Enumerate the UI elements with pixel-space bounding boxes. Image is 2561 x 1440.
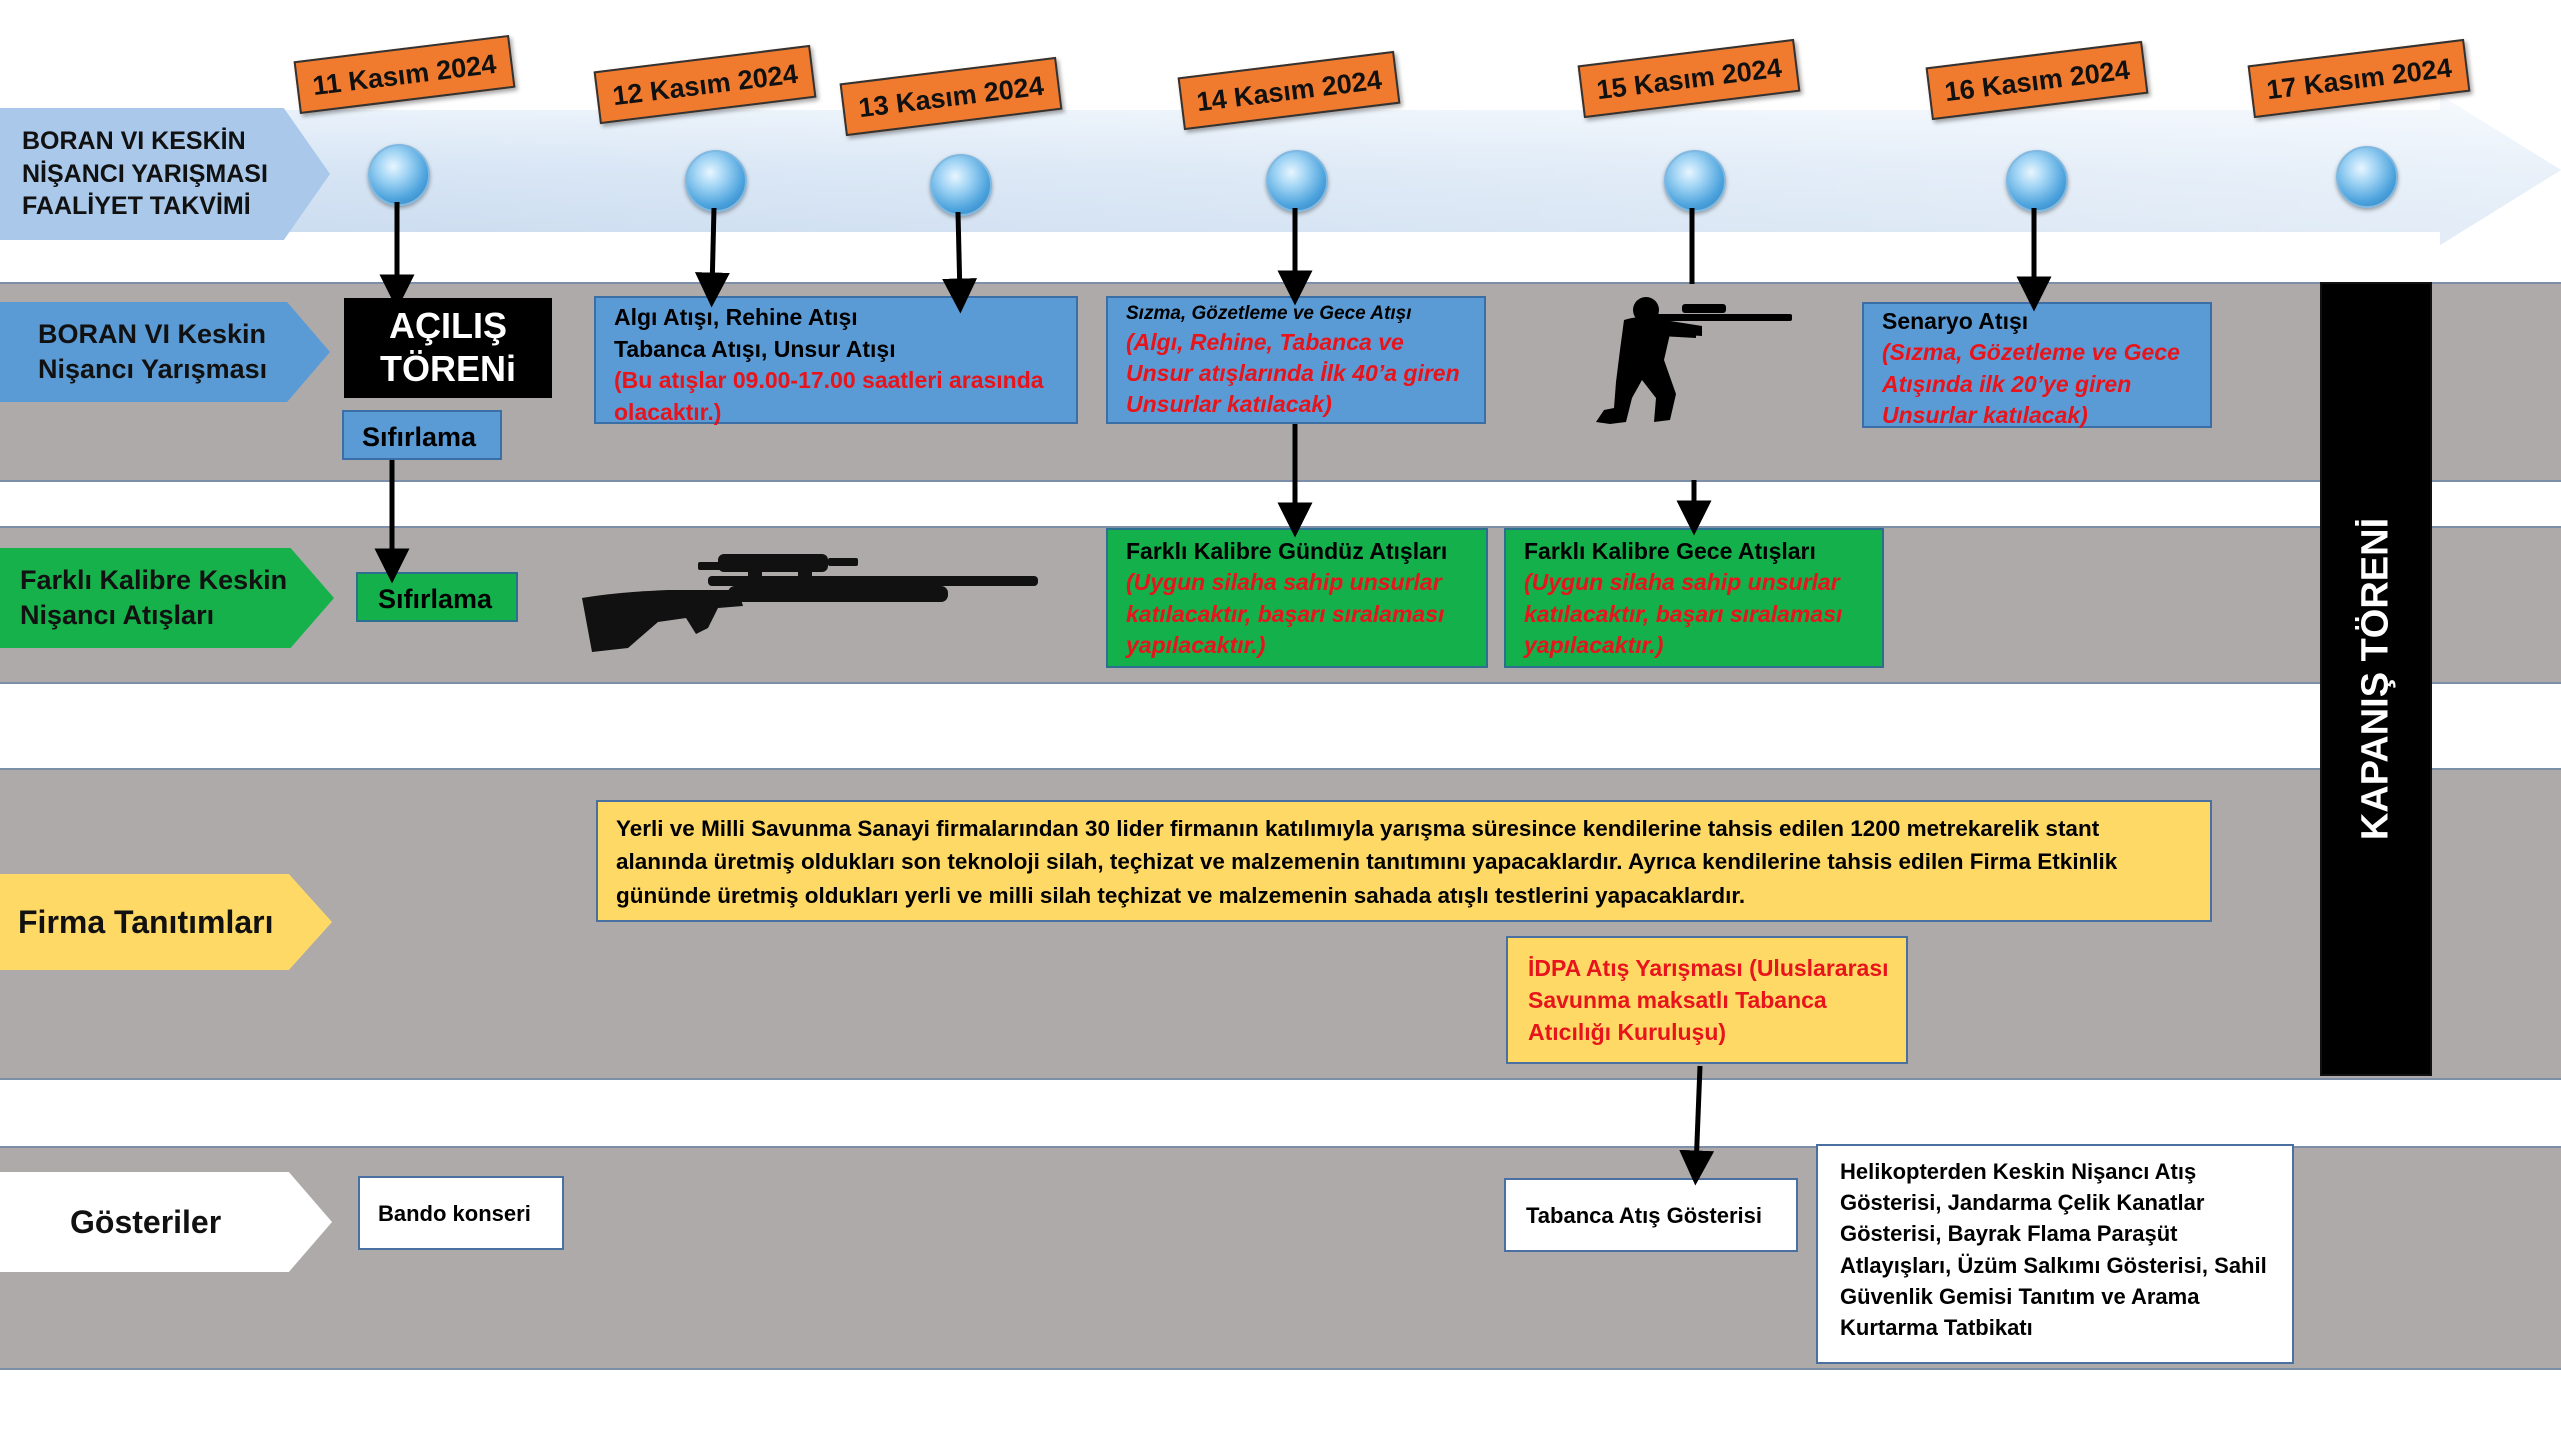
day15-calibre-note: (Uygun silaha sahip unsurlar katılacaktı… — [1524, 569, 1843, 658]
timeline-title: BORAN VI KESKİN NİŞANCI YARIŞMASI FAALİY… — [0, 108, 330, 240]
row-label-line: Nişancı Atışları — [20, 600, 215, 630]
opening-line: TÖRENi — [379, 348, 516, 390]
timeline-bead — [1664, 150, 1726, 212]
row-label-calibre: Farklı Kalibre Keskin Nişancı Atışları — [0, 548, 334, 648]
idpa-text: İDPA Atış Yarışması (Uluslararası Savunm… — [1528, 955, 1889, 1046]
opening-ceremony-box: AÇILIŞ TÖRENi — [344, 298, 552, 398]
firma-main-text: Yerli ve Milli Savunma Sanayi firmaların… — [616, 816, 2118, 908]
timeline-bead — [2336, 146, 2398, 208]
day16-note: (Sızma, Gözetleme ve Gece Atışında ilk 2… — [1882, 339, 2180, 428]
zeroing-label: Sıfırlama — [378, 584, 493, 614]
band-concert-box: Bando konseri — [358, 1176, 564, 1250]
row-label-boran: BORAN VI Keskin Nişancı Yarışması — [0, 302, 330, 402]
row-label-line: BORAN VI Keskin — [38, 318, 267, 349]
timeline-bead — [930, 154, 992, 216]
row-label-shows: Gösteriler — [0, 1172, 332, 1272]
pistol-show-text: Tabanca Atış Gösterisi — [1526, 1203, 1762, 1228]
day16-title: Senaryo Atışı — [1882, 308, 2029, 334]
zeroing-box-calibre: Sıfırlama — [356, 572, 518, 622]
zeroing-label: Sıfırlama — [362, 422, 477, 452]
band-concert-text: Bando konseri — [378, 1201, 531, 1226]
timeline-title-line: BORAN VI KESKİN — [22, 127, 246, 156]
row-label-text: Gösteriler — [70, 1203, 222, 1240]
firma-main-box: Yerli ve Milli Savunma Sanayi firmaların… — [596, 800, 2212, 922]
row-label-line: Farklı Kalibre Keskin — [20, 564, 288, 595]
timeline-title-line: NİŞANCI YARIŞMASI — [22, 159, 268, 188]
timeline-bead — [1266, 150, 1328, 212]
day12-line: Algı Atışı, Rehine Atışı — [614, 304, 858, 330]
heli-show-text: Helikopterden Keskin Nişancı Atış Göster… — [1840, 1159, 2267, 1341]
timeline-bead — [368, 144, 430, 206]
timeline-bead — [2006, 150, 2068, 212]
day14-calibre-box: Farklı Kalibre Gündüz Atışları (Uygun si… — [1106, 528, 1488, 668]
row-label-line: Nişancı Yarışması — [38, 354, 268, 384]
day12-line: Tabanca Atışı, Unsur Atışı — [614, 335, 896, 362]
day16-box: Senaryo Atışı (Sızma, Gözetleme ve Gece … — [1862, 302, 2212, 428]
day12-note: (Bu atışlar 09.00-17.00 saatleri arasınd… — [614, 367, 1044, 426]
day15-calibre-title: Farklı Kalibre Gece Atışları — [1524, 538, 1816, 564]
row-label-text: Firma Tanıtımları — [18, 903, 274, 940]
row-label-firma: Firma Tanıtımları — [0, 874, 332, 970]
sniper-silhouette-icon — [1596, 297, 1792, 424]
day14-box: Sızma, Gözetleme ve Gece Atışı (Algı, Re… — [1106, 296, 1486, 424]
day14-title: Sızma, Gözetleme ve Gece Atışı — [1126, 303, 1412, 324]
heli-show-box: Helikopterden Keskin Nişancı Atış Göster… — [1816, 1144, 2294, 1364]
day12-box: Algı Atışı, Rehine Atışı Tabanca Atışı, … — [594, 296, 1078, 425]
pistol-show-box: Tabanca Atış Gösterisi — [1504, 1178, 1798, 1252]
closing-ceremony-bar: KAPANIŞ TÖRENİ — [2320, 282, 2432, 1076]
day15-calibre-box: Farklı Kalibre Gece Atışları (Uygun sila… — [1504, 528, 1884, 668]
timeline-bead — [685, 150, 747, 212]
idpa-box: İDPA Atış Yarışması (Uluslararası Savunm… — [1506, 936, 1908, 1064]
day14-calibre-title: Farklı Kalibre Gündüz Atışları — [1126, 538, 1448, 564]
timeline-title-line: FAALİYET TAKVİMİ — [22, 192, 251, 221]
day14-note: (Algı, Rehine, Tabanca ve Unsur atışları… — [1126, 328, 1460, 418]
closing-ceremony-text: KAPANIŞ TÖRENİ — [2354, 517, 2397, 841]
opening-line: AÇILIŞ — [388, 305, 507, 346]
day14-calibre-note: (Uygun silaha sahip unsurlar katılacaktı… — [1126, 569, 1445, 658]
air-rifle-icon — [582, 554, 1038, 652]
zeroing-box-boran: Sıfırlama — [342, 410, 502, 460]
